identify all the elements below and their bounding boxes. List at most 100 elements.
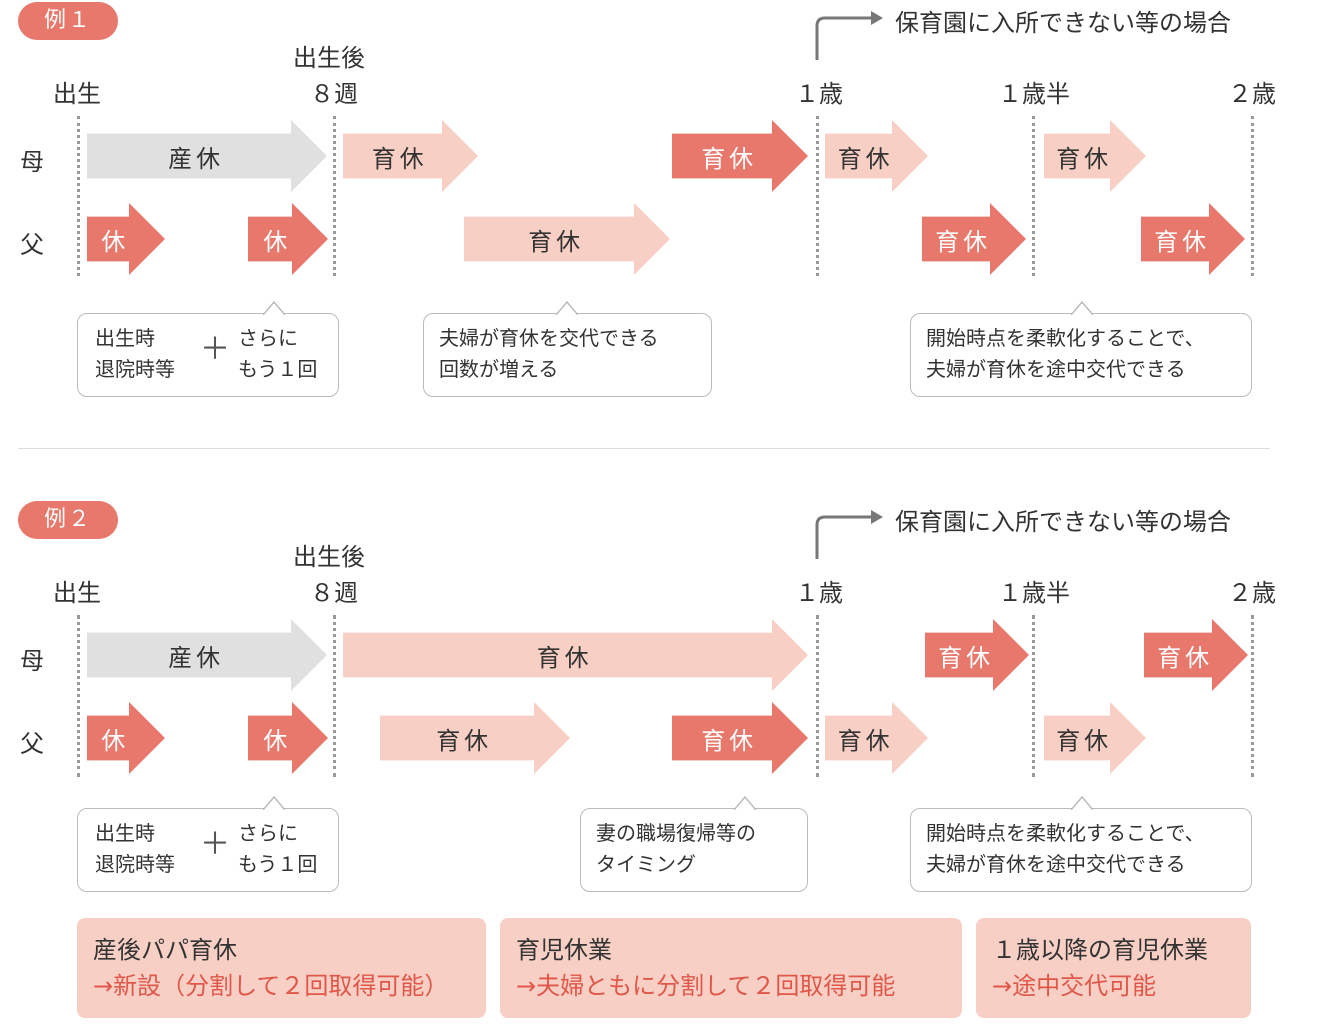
branch-label: 保育園に入所できない等の場合	[895, 508, 1231, 536]
leave-arrow: 育休	[464, 203, 670, 275]
tick-age1half: １歳半	[998, 80, 1070, 108]
arrow-shape	[672, 702, 808, 774]
arrow-shape	[925, 619, 1029, 691]
vline-week8	[333, 615, 336, 777]
arrow-label: 休	[263, 726, 292, 755]
row-father: 父	[20, 231, 44, 259]
callout-text: 退院時等	[95, 852, 175, 876]
plus-sign: ＋	[200, 332, 230, 367]
arrow-label: 育休	[938, 643, 995, 672]
arrow-shape	[248, 203, 328, 275]
arrow-label: 育休	[528, 227, 585, 256]
leave-arrow: 産休	[87, 619, 327, 691]
row-mother: 母	[20, 647, 44, 675]
tick-age1: １歳	[795, 80, 843, 108]
note-title: １歳以降の育児休業	[992, 936, 1208, 964]
callout-text: 夫婦が育休を交代できる	[439, 326, 659, 350]
arrow-label: 育休	[1154, 227, 1211, 256]
plus-sign: ＋	[200, 827, 230, 862]
arrow-shape	[1144, 619, 1248, 691]
arrow-shape	[380, 702, 570, 774]
arrow-label: 育休	[536, 643, 593, 672]
callout-text: もう１回	[238, 357, 318, 381]
vline-age1half	[1032, 116, 1035, 276]
arrow-shape	[1044, 120, 1146, 192]
leave-arrow: 育休	[825, 702, 928, 774]
leave-arrow: 育休	[922, 203, 1026, 275]
callout-text: 退院時等	[95, 357, 175, 381]
leave-arrow: 育休	[672, 702, 808, 774]
callout-text: 出生時	[95, 821, 155, 845]
note-papa-leave: 産後パパ育休 →新設（分割して２回取得可能）	[77, 918, 486, 1018]
row-father: 父	[20, 730, 44, 758]
tick-week8: ８週	[310, 579, 358, 607]
arrow-label: 休	[263, 227, 292, 256]
arrow-shape	[1141, 203, 1245, 275]
vline-birth	[77, 116, 80, 276]
tick-birth: 出生	[53, 579, 101, 607]
callout-text: 出生時	[95, 326, 155, 350]
note-childcare-leave: 育児休業 →夫婦ともに分割して２回取得可能	[500, 918, 962, 1018]
arrow-label: 育休	[1157, 643, 1214, 672]
leave-arrow: 育休	[380, 702, 570, 774]
leave-arrow: 育休	[1144, 619, 1248, 691]
vline-age1half	[1032, 615, 1035, 777]
callout-text: もう１回	[238, 852, 318, 876]
callout-text: 妻の職場復帰等の	[596, 821, 756, 845]
arrow-label: 育休	[371, 144, 428, 173]
leave-arrow: 休	[87, 702, 165, 774]
tick-age2: ２歳	[1228, 80, 1276, 108]
arrow-label: 産休	[168, 643, 225, 672]
tick-after-birth: 出生後	[293, 44, 365, 72]
leave-arrow: 育休	[925, 619, 1029, 691]
leave-arrow: 育休	[1044, 702, 1146, 774]
branch-label: 保育園に入所できない等の場合	[895, 9, 1231, 37]
tick-age2: ２歳	[1228, 579, 1276, 607]
leave-arrow: 育休	[343, 120, 478, 192]
leave-arrow: 育休	[825, 120, 928, 192]
callout-postbirth: 出生時 退院時等 ＋ さらに もう１回	[77, 301, 339, 397]
arrow-shape	[87, 203, 165, 275]
arrow-label: 育休	[701, 144, 758, 173]
arrow-label: 育休	[935, 227, 992, 256]
callout-text: 夫婦が育休を途中交代できる	[926, 852, 1186, 876]
arrow-label: 育休	[837, 144, 894, 173]
callout-text: タイミング	[596, 852, 696, 876]
callout-text: さらに	[238, 821, 298, 845]
note-title: 産後パパ育休	[93, 936, 237, 964]
leave-arrow: 産休	[87, 120, 327, 192]
callout-flex-start: 開始時点を柔軟化することで、 夫婦が育休を途中交代できる	[910, 301, 1252, 397]
note-detail: →夫婦ともに分割して２回取得可能	[516, 972, 896, 1000]
vline-week8	[333, 116, 336, 276]
arrow-shape	[248, 702, 328, 774]
callout-postbirth: 出生時 退院時等 ＋ さらに もう１回	[77, 796, 339, 892]
tick-birth: 出生	[53, 80, 101, 108]
vline-birth	[77, 615, 80, 777]
arrow-label: 育休	[1056, 144, 1113, 173]
tick-age1half: １歳半	[998, 579, 1070, 607]
callout-swap-count: 夫婦が育休を交代できる 回数が増える	[423, 301, 712, 397]
arrow-label: 休	[101, 227, 130, 256]
leave-arrow: 育休	[1044, 120, 1146, 192]
leave-arrow: 休	[87, 203, 165, 275]
leave-arrow: 休	[248, 702, 328, 774]
leave-arrow: 休	[248, 203, 328, 275]
arrow-shape	[343, 120, 478, 192]
leave-arrow: 育休	[1141, 203, 1245, 275]
vline-age1	[816, 116, 819, 276]
note-detail: →途中交代可能	[992, 972, 1157, 1000]
branch-arrow-icon	[805, 4, 895, 68]
arrow-shape	[87, 702, 165, 774]
arrow-label: 産休	[168, 144, 225, 173]
note-title: 育児休業	[516, 936, 612, 964]
example2-label: 例２	[18, 501, 118, 539]
arrow-label: 育休	[1056, 726, 1113, 755]
vline-age2	[1251, 615, 1254, 777]
tick-after-birth: 出生後	[293, 543, 365, 571]
vline-age1	[816, 615, 819, 777]
arrow-shape	[922, 203, 1026, 275]
note-detail: →新設（分割して２回取得可能）	[93, 972, 449, 1000]
arrow-shape	[87, 120, 327, 192]
callout-text: 回数が増える	[439, 357, 559, 381]
arrow-shape	[464, 203, 670, 275]
